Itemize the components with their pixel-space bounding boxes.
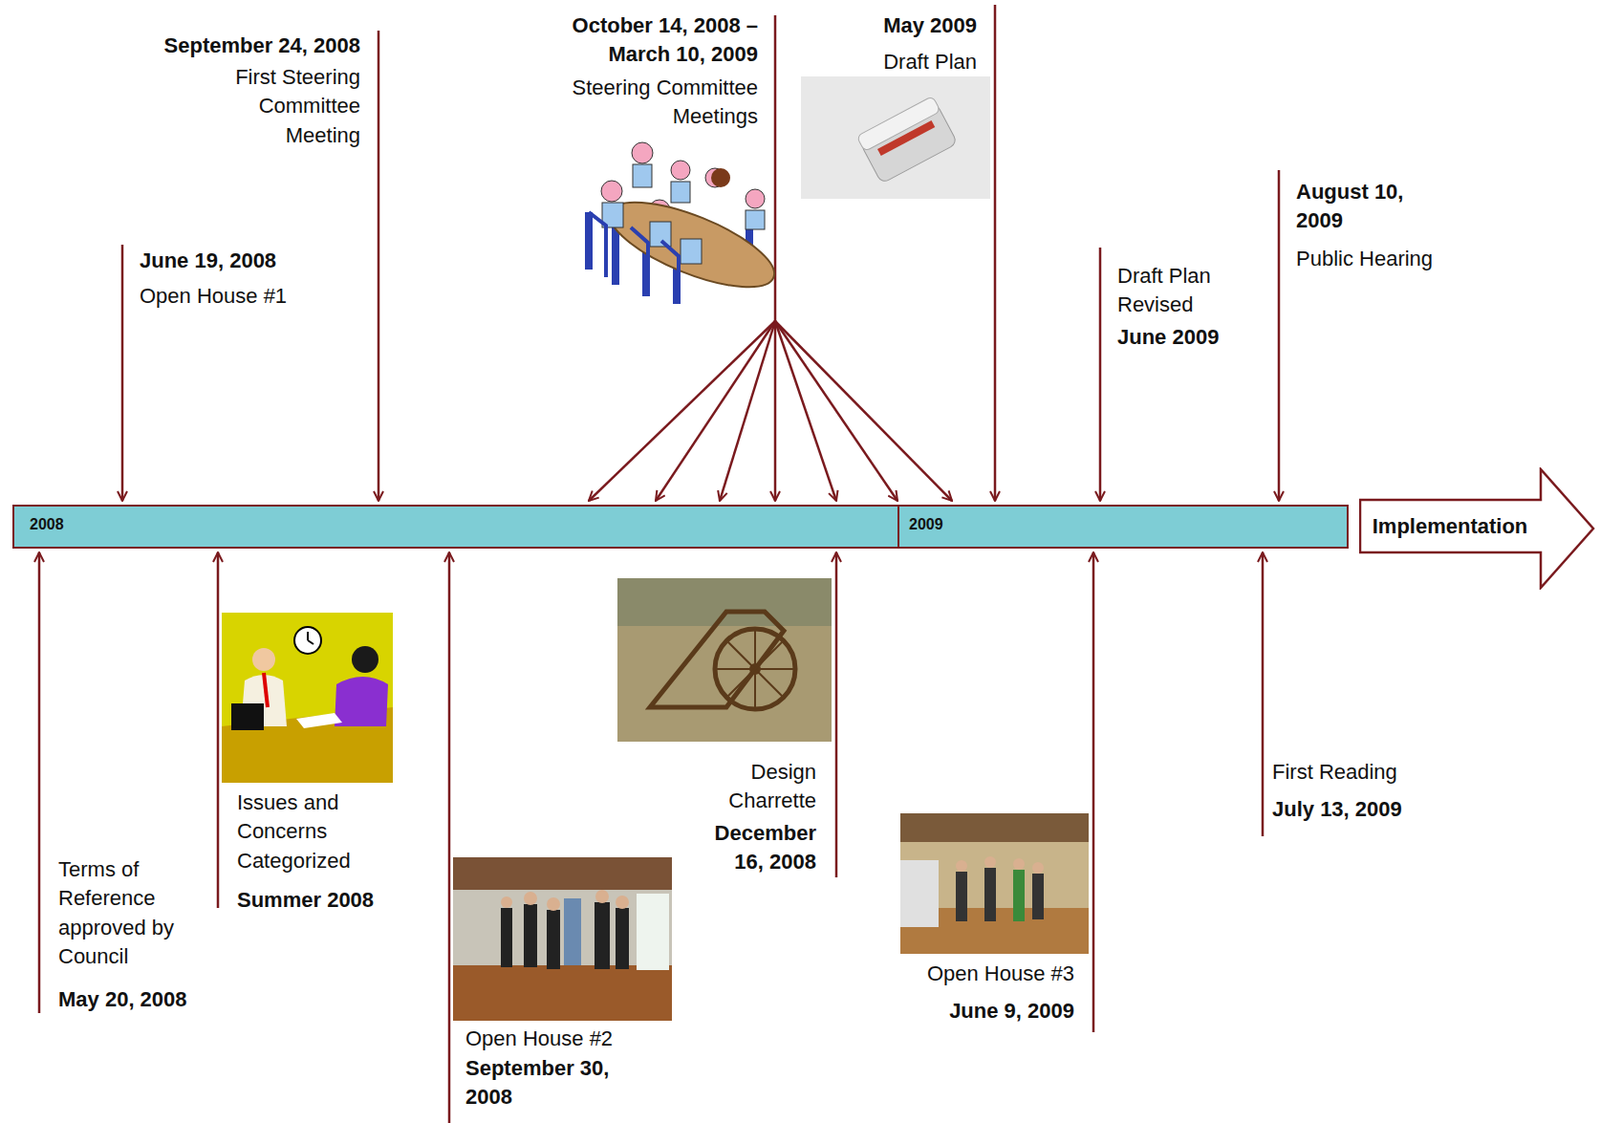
date-label: June 19, 2008 [139, 246, 277, 276]
meeting-clipart [584, 142, 785, 304]
event-label: Draft Plan [883, 47, 977, 77]
event-label: Terms of Reference approved by Council [58, 855, 197, 972]
open-house-photo [453, 857, 672, 1021]
date-label: June 2009 [1117, 323, 1219, 352]
office-clipart [221, 612, 393, 783]
date-label: December 16, 2008 [691, 819, 817, 878]
event-label: Draft Plan Revised [1117, 261, 1233, 321]
hall-photo [900, 813, 1089, 954]
cart-photo [617, 578, 832, 742]
year-divider [897, 506, 900, 547]
date-label: September 30, 2008 [465, 1054, 638, 1113]
arrow-label: Implementation [1362, 499, 1537, 553]
draft-stamp-photo [800, 76, 991, 199]
event-label: Open House #1 [139, 281, 287, 311]
date-label: June 9, 2009 [949, 996, 1075, 1026]
leader-arrows [39, 4, 1279, 1123]
date-label: September 24, 2008 [164, 31, 361, 61]
date-label: July 13, 2009 [1272, 795, 1403, 824]
event-label: First Reading [1272, 757, 1398, 787]
date-label: October 14, 2008 – March 10, 2009 [536, 11, 758, 70]
event-label: Open House #3 [927, 959, 1075, 989]
date-label: August 10, 2009 [1296, 177, 1430, 237]
year-label: 2009 [908, 516, 944, 534]
event-label: Steering Committee Meetings [538, 73, 758, 132]
date-label: May 20, 2008 [58, 985, 188, 1015]
event-label: Open House #2 [465, 1024, 613, 1054]
timeline-bar: 2008 2009 [12, 504, 1349, 549]
event-label: Design Charrette [691, 757, 817, 817]
arrow-shape: Implementation [1359, 467, 1597, 590]
date-label: May 2009 [883, 11, 977, 41]
date-label: Summer 2008 [237, 886, 374, 915]
event-label: First Steering Committee Meeting [207, 63, 361, 151]
year-label: 2008 [29, 516, 65, 534]
event-label: Issues and Concerns Categorized [237, 788, 381, 876]
event-label: Public Hearing [1296, 244, 1433, 274]
